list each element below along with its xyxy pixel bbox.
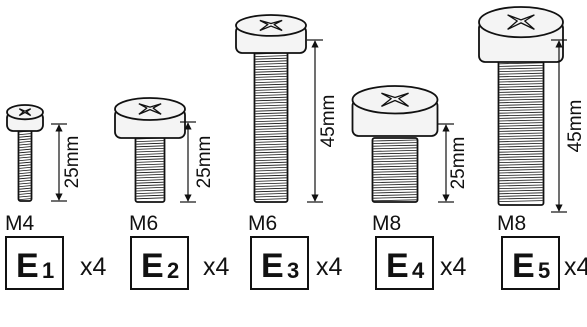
cross-recess-icon <box>18 108 32 117</box>
part-code-letter: E <box>386 247 409 285</box>
length-dimension: 25mm <box>438 123 469 203</box>
length-dimension: 45mm <box>551 39 586 213</box>
quantity-label: x4 <box>203 253 230 281</box>
length-dimension: 45mm <box>307 39 339 203</box>
part-code-number: 4 <box>412 258 425 283</box>
screw-head <box>478 6 564 63</box>
screw-head-top <box>351 85 439 115</box>
quantity-label: x4 <box>564 253 587 281</box>
part-code-number: 5 <box>538 258 550 283</box>
length-dimension: 25mm <box>180 121 215 203</box>
quantity-label: x4 <box>316 253 343 281</box>
screw-head <box>6 104 44 132</box>
length-label: 45mm <box>318 95 339 148</box>
thread-size-label: M4 <box>5 212 34 235</box>
quantity-label: x4 <box>440 253 467 281</box>
cross-recess-icon <box>259 19 283 32</box>
screw-threads <box>373 139 417 202</box>
part-code-letter: E <box>141 247 164 285</box>
screw-threads <box>136 137 164 200</box>
part-code-border <box>5 236 64 290</box>
length-label: 25mm <box>194 136 215 189</box>
thread-size-label: M8 <box>497 212 526 235</box>
length-label: 45mm <box>565 100 586 153</box>
part-code-letter: E <box>512 247 535 285</box>
part-code-letter: E <box>16 247 39 285</box>
part-code-border <box>501 236 560 290</box>
screw-threads <box>499 54 543 202</box>
thread-size-label: M6 <box>129 212 158 235</box>
length-label: 25mm <box>62 136 83 189</box>
cross-recess-icon <box>138 103 162 115</box>
part-code-number: 1 <box>42 258 54 283</box>
screw-head <box>114 97 186 139</box>
part-code-border <box>130 236 189 290</box>
screw-threads <box>255 52 287 200</box>
thread-size-label: M8 <box>372 212 401 235</box>
part-code-number: 2 <box>167 258 179 283</box>
cross-recess-icon <box>380 92 410 107</box>
cross-recess-icon <box>507 14 535 30</box>
part-code-number: 3 <box>287 258 299 283</box>
screw-threads <box>19 130 31 200</box>
part-code-border <box>250 236 309 290</box>
part-code-letter: E <box>261 247 284 285</box>
thread-size-label: M6 <box>248 212 277 235</box>
screw-head <box>235 14 307 54</box>
length-label: 25mm <box>448 137 469 190</box>
screw-head <box>351 85 439 137</box>
quantity-label: x4 <box>80 253 107 281</box>
part-code-border <box>375 236 434 290</box>
length-dimension: 25mm <box>51 123 83 202</box>
screw-head-top <box>478 6 564 39</box>
